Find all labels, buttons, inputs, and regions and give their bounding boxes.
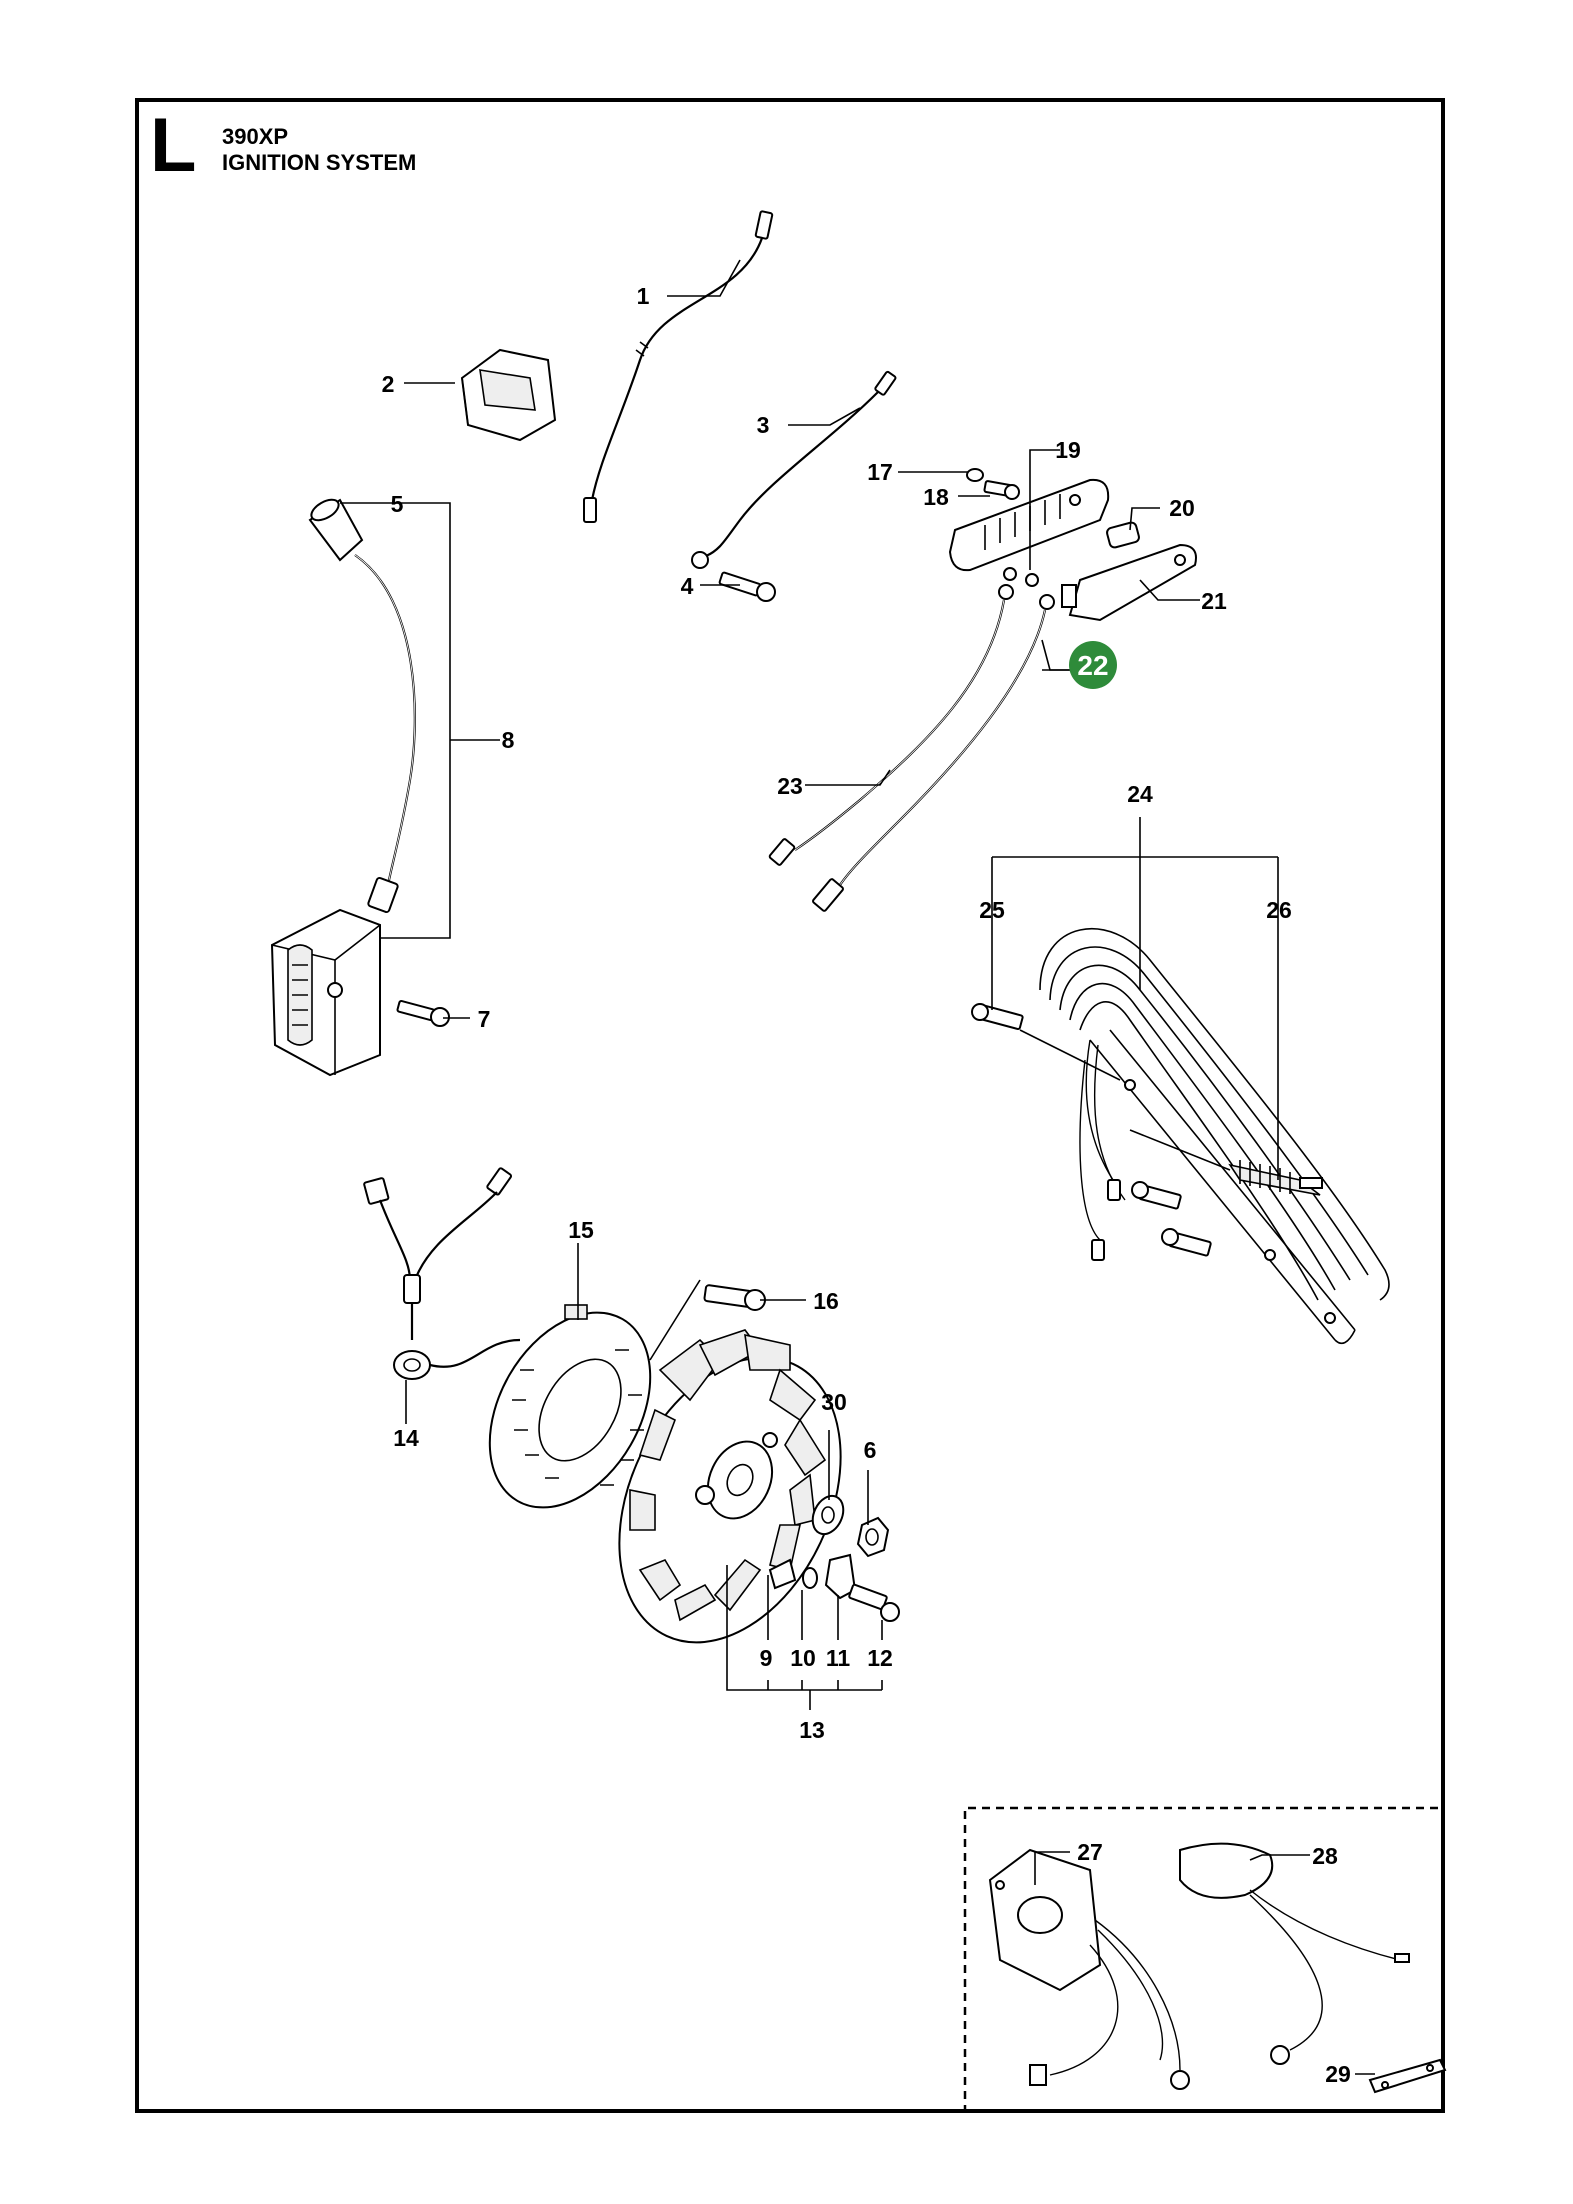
part-2-switch[interactable] — [460, 348, 557, 442]
diagram-title: IGNITION SYSTEM — [222, 150, 417, 175]
part-18-screw[interactable] — [983, 480, 1020, 500]
callout-5: 5 — [391, 491, 404, 517]
callout-21: 21 — [1201, 588, 1227, 614]
callout-29: 29 — [1325, 2061, 1351, 2087]
callout-18: 18 — [923, 484, 949, 510]
callout-11: 11 — [826, 1645, 851, 1671]
part-24-screws[interactable] — [1131, 1181, 1212, 1257]
callout-20: 20 — [1169, 495, 1195, 521]
part-29-bracket[interactable] — [1368, 2058, 1447, 2094]
part-8-ignition-lead[interactable] — [354, 554, 416, 914]
callout-25: 25 — [979, 897, 1005, 923]
callout-4: 4 — [681, 573, 694, 599]
part-17-washer[interactable] — [966, 468, 984, 482]
part-3-wire[interactable] — [691, 370, 897, 569]
callout-9: 9 — [760, 1645, 773, 1671]
part-7-screw[interactable] — [396, 999, 450, 1027]
callout-14: 14 — [393, 1425, 419, 1451]
part-12-screw[interactable] — [848, 1583, 900, 1622]
part-14-grommet-wire[interactable] — [363, 1167, 521, 1380]
inset-box — [963, 1806, 1445, 2113]
callout-19: 19 — [1055, 437, 1081, 463]
callout-10: 10 — [790, 1645, 816, 1671]
callout-27: 27 — [1077, 1839, 1103, 1865]
callout-1: 1 — [637, 283, 650, 309]
callout-labels: 1 2 3 4 5 6 7 8 9 10 11 12 13 14 15 16 1… — [382, 283, 1351, 2087]
part-10-washer[interactable] — [802, 1567, 818, 1589]
callout-label-22: 22 — [1077, 650, 1108, 681]
callout-8: 8 — [502, 727, 515, 753]
callout-16: 16 — [813, 1288, 839, 1314]
part-8-ignition-module[interactable] — [270, 908, 381, 1077]
part-20-spacer[interactable] — [1106, 521, 1140, 549]
callout-3: 3 — [757, 412, 770, 438]
part-30-washer[interactable] — [807, 1491, 849, 1539]
part-1-wire[interactable] — [583, 210, 774, 523]
part-22-wire[interactable] — [812, 594, 1055, 912]
part-4-screw[interactable] — [718, 571, 776, 602]
part-13-flywheel[interactable] — [576, 1322, 884, 1678]
part-15-stator[interactable] — [457, 1284, 683, 1536]
part-16-screw[interactable] — [649, 1279, 766, 1361]
model-name: 390XP — [222, 124, 289, 149]
leader-lines — [340, 259, 1375, 2075]
callout-15: 15 — [568, 1217, 594, 1243]
section-letter: L — [150, 103, 197, 188]
part-27-ignition-module-alt[interactable] — [988, 1848, 1190, 2090]
callout-7: 7 — [478, 1006, 491, 1032]
callout-30: 30 — [821, 1389, 847, 1415]
part-25-screw[interactable] — [971, 1003, 1121, 1081]
callout-17: 17 — [867, 459, 893, 485]
callout-13: 13 — [799, 1717, 825, 1743]
part-21-plate[interactable] — [1061, 543, 1197, 622]
diagram-frame — [135, 98, 1445, 2113]
callout-26: 26 — [1266, 897, 1292, 923]
part-24-bar-assembly[interactable] — [1039, 928, 1390, 1345]
part-23-wire[interactable] — [768, 584, 1014, 866]
part-28-sensor[interactable] — [1179, 1842, 1410, 2065]
part-9-pawl[interactable] — [768, 1558, 797, 1590]
part-19-bracket[interactable] — [948, 478, 1110, 587]
callout-12: 12 — [867, 1645, 893, 1671]
callout-2: 2 — [382, 371, 395, 397]
highlight-callout-22[interactable]: 22 — [1042, 641, 1117, 689]
part-6-nut[interactable] — [856, 1516, 890, 1558]
callout-23: 23 — [777, 773, 803, 799]
callout-6: 6 — [864, 1437, 877, 1463]
part-11-pawl[interactable] — [824, 1553, 857, 1600]
part-5-spark-cap[interactable] — [308, 496, 364, 562]
callout-24: 24 — [1127, 781, 1153, 807]
part-26-spring[interactable] — [1129, 1129, 1323, 1196]
callout-28: 28 — [1312, 1843, 1338, 1869]
